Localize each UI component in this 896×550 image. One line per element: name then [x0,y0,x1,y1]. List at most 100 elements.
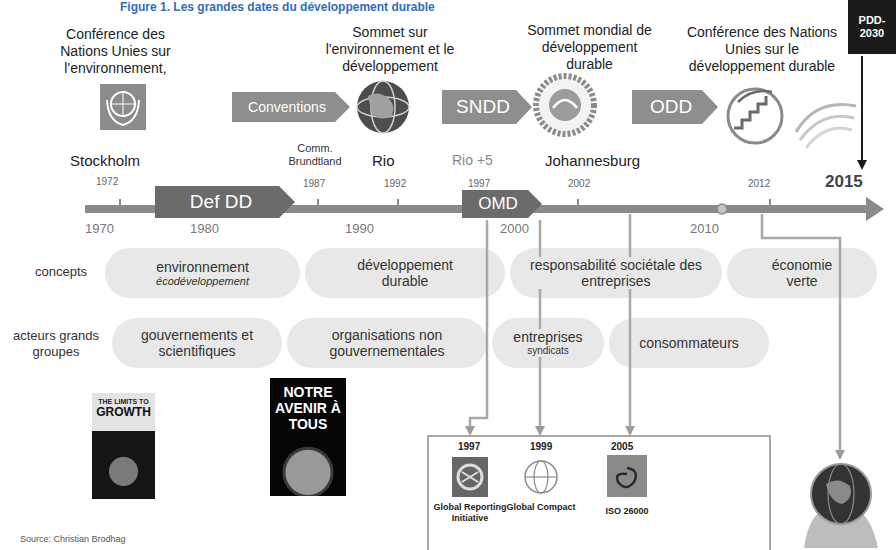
arrow-body [632,90,718,124]
band-text: développement durable [345,257,465,289]
timeline-dot [717,204,727,214]
event-label: Conférence des Nations Unies sur l'envir… [48,26,183,76]
leader-line [762,214,840,458]
actor-band: entreprisessyndicats [492,318,604,368]
arrow-label: Conventions [248,99,334,115]
global-compact-icon-line [525,476,557,477]
initiative-name: Global Reporting Initiative [433,502,507,524]
def-dd-arrow: Def DD [155,186,295,218]
box-label: PDD-2030 [853,14,891,39]
axis-year: 1970 [85,221,114,237]
year-label: 1997 [458,441,480,453]
event-label: Sommet sur l'environnement et le dévelop… [315,24,465,74]
un-logo-line [123,92,124,116]
book-cover: THE LIMITS TOGROWTH [92,393,155,499]
tick [397,199,399,205]
year-label: 1992 [384,178,406,190]
johannesburg-logo-swirl [553,100,577,108]
arrow-label: SNDD [456,96,518,118]
row-heading: acteurs grands groupes [6,328,106,359]
globe-picture-land [826,480,851,504]
gri-icon-mark [462,472,478,482]
band-text: économie verte [767,257,837,289]
actor-band: consommateurs [609,318,769,368]
summit-2015-logo [806,128,852,148]
source-note: Source: Christian Brodhag [20,534,126,545]
year-label: 2012 [748,178,770,190]
year-label: 1997 [468,178,490,190]
band-text: organisations non gouvernementales [317,327,457,359]
tick [577,199,579,205]
odd-arrow: ODD [632,90,718,124]
arrow-body [462,190,542,218]
pdd-box: PDD-2030 [848,0,896,54]
tick [317,199,319,205]
tick [119,199,121,205]
year-label: 1999 [530,441,552,453]
sndd-arrow: SNDD [442,90,532,124]
un-logo [100,84,146,130]
iso-icon-spiral [617,468,636,487]
year-label: 2005 [611,441,633,453]
leader-line [629,214,632,434]
arrow-label: ODD [650,96,700,118]
un-logo-laurel [107,100,139,125]
book-title: GROWTH [96,406,151,420]
commission-label: Comm. Brundtland [280,142,350,168]
band-text: syndicats [524,345,572,357]
gri-icon-globe [458,465,482,489]
band-text: environnement [153,259,252,275]
arrow-label: Def DD [190,191,260,213]
tick [769,199,771,205]
year-label: 2015 [825,172,863,192]
figure-title: Figure 1. Les grandes dates du développe… [120,0,435,14]
leader-lines [470,214,840,458]
year-label: 2002 [568,178,590,190]
year-label: 1972 [96,176,118,188]
axis-year: 2010 [690,221,719,237]
band-text: gouvernements et scientifiques [137,327,257,359]
band-text: responsabilité sociétale des entreprises [526,257,706,289]
concept-band: économie verte [727,248,877,298]
axis-year: 2000 [500,221,529,237]
band-text: entreprises [510,329,585,345]
book-title: NOTRE AVENIR À TOUS [274,384,342,432]
place-label: Johannesburg [545,152,640,170]
place-label: Stockholm [70,152,140,170]
leader-line [470,220,487,434]
conventions-arrow: Conventions [232,92,350,122]
arrow-label: OMD [478,194,526,214]
actor-band: gouvernements et scientifiques [112,318,282,368]
rio20-logo [728,89,782,143]
concept-band: responsabilité sociétale des entreprises [510,248,722,298]
book-title: THE LIMITS TO [98,398,148,406]
gri-icon [452,457,488,497]
iso-icon [607,455,647,497]
place-label: Rio [372,152,395,170]
initiatives-box [428,436,770,550]
johannesburg-logo-core [549,89,581,121]
globe-picture [811,464,871,524]
actor-band: organisations non gouvernementales [287,318,487,368]
event-label: Conférence des Nations Unies sur le déve… [682,24,842,74]
event-label: Sommet mondial de développement durable [522,22,657,72]
arrow-body [442,90,532,124]
initiative-name: Global Compact [506,502,576,513]
row-heading: concepts [35,264,87,280]
place-label: Rio +5 [452,152,493,169]
book-cover: NOTRE AVENIR À TOUS [270,378,346,496]
axis-year: 1980 [190,221,219,237]
pdd-arrow [861,56,863,168]
year-label: 1987 [303,178,325,190]
rio20-logo-arc [738,91,772,102]
band-text: écodéveloppement [153,275,252,288]
rio-globe [357,81,409,133]
arrow-body [155,186,295,218]
timeline-ticks [120,199,770,205]
omd-arrow: OMD [462,190,542,218]
axis-year: 1990 [345,221,374,237]
band-text: consommateurs [636,335,742,351]
johannesburg-logo [536,76,594,134]
concept-band: environnementécodéveloppement [105,248,300,298]
